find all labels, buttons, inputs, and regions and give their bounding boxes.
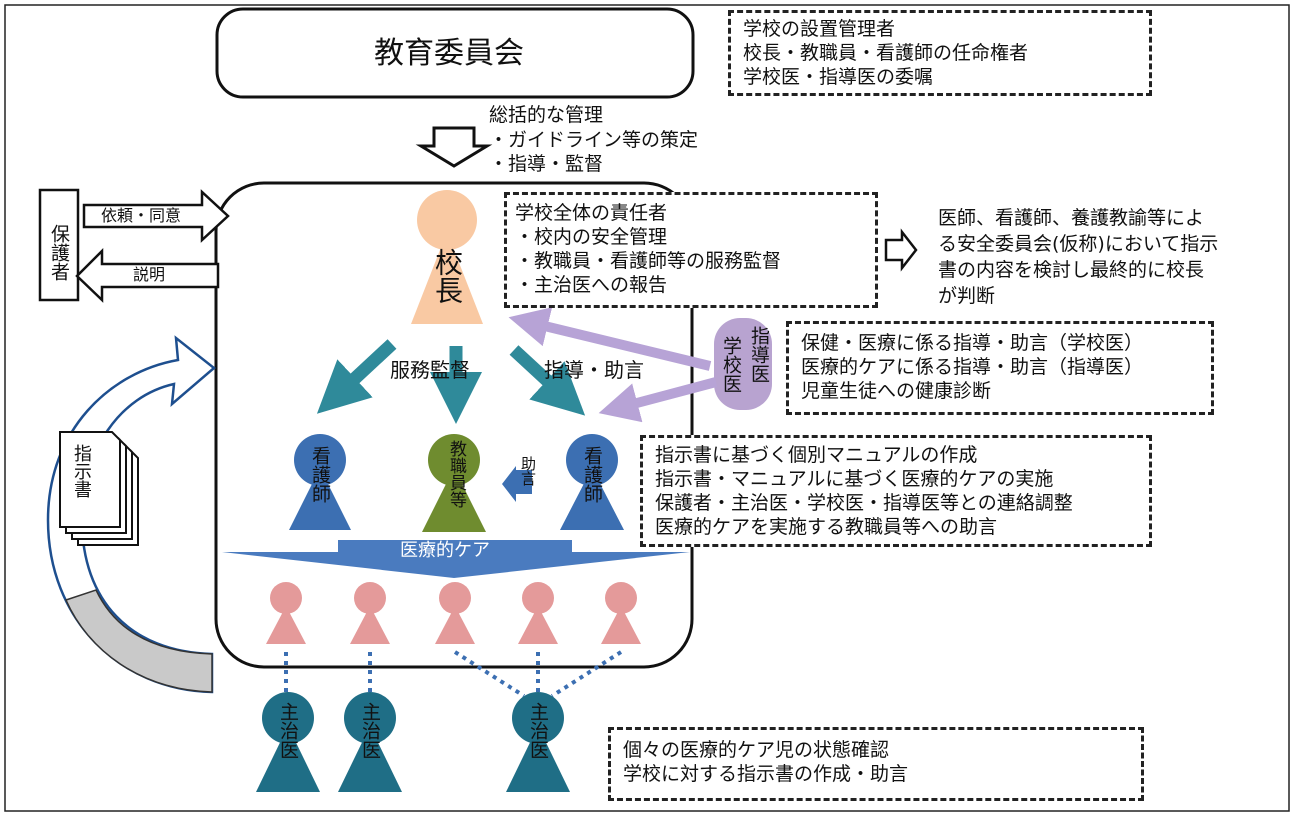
advice-label: 助言 bbox=[519, 456, 537, 486]
physicians bbox=[256, 692, 570, 792]
teacher-figure bbox=[422, 434, 486, 532]
explain-arrow bbox=[75, 247, 220, 303]
principal-label: 校長 bbox=[431, 248, 464, 304]
instructions-flow-fill bbox=[64, 589, 213, 693]
supervision-label: 服務監督 bbox=[390, 358, 470, 382]
nurse-left-label: 看護師 bbox=[309, 446, 331, 503]
board-role-2: 校長・教職員・看護師の任命権者 bbox=[743, 42, 1029, 64]
school-doctor-right-label: 指導医 bbox=[748, 326, 770, 383]
committee-note-1: 医師、看護師、養護教諭等によ bbox=[938, 207, 1205, 229]
board-title: 教育委員会 bbox=[374, 36, 524, 71]
doctor-to-principal-arrow bbox=[508, 307, 712, 371]
principal-duty-4: ・主治医への報告 bbox=[515, 274, 668, 296]
board-role-3: 学校医・指導医の委嘱 bbox=[743, 66, 934, 88]
physician-2-label: 主治医 bbox=[359, 702, 381, 759]
guardian-box bbox=[38, 188, 80, 302]
school-doctor-duty-1: 保健・医療に係る指導・助言（学校医） bbox=[801, 332, 1144, 354]
principal-duty-1: 学校全体の責任者 bbox=[515, 202, 668, 224]
physician-3-label: 主治医 bbox=[527, 702, 549, 759]
explain-label: 説明 bbox=[133, 265, 166, 284]
care-banner-label: 医療的ケア bbox=[400, 540, 490, 561]
nurse-left-figure bbox=[289, 434, 351, 530]
principal-duties-box: 学校全体の責任者 ・校内の安全管理 ・教職員・看護師等の服務監督 ・主治医への報… bbox=[504, 192, 878, 308]
principal-duty-3: ・教職員・看護師等の服務監督 bbox=[515, 250, 782, 272]
nurse-duties-box: 指示書に基づく個別マニュアルの作成 指示書・マニュアルに基づく医療的ケアの実施 … bbox=[640, 435, 1152, 547]
instructions-docs bbox=[59, 431, 139, 546]
board-box bbox=[215, 7, 695, 99]
principal-duty-2: ・校内の安全管理 bbox=[515, 226, 668, 248]
nurse-duty-1: 指示書に基づく個別マニュアルの作成 bbox=[655, 444, 978, 466]
oversight-arrow bbox=[415, 126, 493, 168]
nurse-right-label: 看護師 bbox=[581, 446, 603, 503]
request-label: 依頼・同意 bbox=[101, 206, 182, 225]
physician-duties-box: 個々の医療的ケア児の状態確認 学校に対する指示書の作成・助言 bbox=[608, 727, 1144, 801]
oversight-item-2: ・指導・監督 bbox=[489, 153, 604, 175]
board-role-1: 学校の設置管理者 bbox=[743, 18, 896, 40]
school-doctor-duty-2: 医療的ケアに係る指導・助言（指導医） bbox=[801, 356, 1144, 378]
outer-frame bbox=[4, 4, 1290, 812]
committee-note-2: る安全委員会(仮称)において指示 bbox=[938, 233, 1219, 255]
nurse-duty-3: 保護者・主治医・学校医・指導医等との連絡調整 bbox=[655, 492, 1073, 514]
school-doctor-figure bbox=[714, 318, 772, 410]
doctor-to-nurse-arrow bbox=[598, 377, 718, 423]
request-arrow bbox=[82, 189, 230, 243]
advice-arrow bbox=[502, 466, 532, 502]
guardian-label: 保護者 bbox=[48, 223, 70, 281]
school-doctor-duties-box: 保健・医療に係る指導・助言（学校医） 医療的ケアに係る指導・助言（指導医） 児童… bbox=[786, 321, 1214, 415]
committee-arrow bbox=[884, 228, 918, 272]
school-doctor-duty-3: 児童生徒への健康診断 bbox=[801, 380, 992, 402]
physician-duty-2: 学校に対する指示書の作成・助言 bbox=[623, 763, 909, 785]
nurse-duty-4: 医療的ケアを実施する教職員等への助言 bbox=[655, 516, 998, 538]
committee-note-3: 書の内容を検討し最終的に校長 bbox=[938, 259, 1205, 281]
physician-1-label: 主治医 bbox=[277, 702, 299, 759]
board-roles-box: 学校の設置管理者 校長・教職員・看護師の任命権者 学校医・指導医の委嘱 bbox=[728, 10, 1152, 96]
care-banner bbox=[222, 540, 690, 578]
committee-note-4: が判断 bbox=[938, 285, 996, 307]
supervision-arrow-left bbox=[316, 339, 397, 414]
oversight-item-1: ・ガイドライン等の策定 bbox=[489, 129, 699, 151]
principal-figure bbox=[411, 190, 483, 324]
teacher-label: 教職員等 bbox=[446, 440, 466, 508]
supervision-arrow-right bbox=[509, 345, 586, 416]
physician-duty-1: 個々の医療的ケア児の状態確認 bbox=[623, 739, 890, 761]
oversight-heading: 総括的な管理 bbox=[489, 104, 604, 126]
guidance-label: 指導・助言 bbox=[544, 358, 644, 382]
nurse-right-figure bbox=[560, 434, 624, 530]
school-doctor-left-label: 学校医 bbox=[720, 336, 742, 393]
instructions-label: 指示書 bbox=[71, 444, 92, 498]
children bbox=[266, 582, 641, 644]
nurse-duty-2: 指示書・マニュアルに基づく医療的ケアの実施 bbox=[655, 468, 1054, 490]
